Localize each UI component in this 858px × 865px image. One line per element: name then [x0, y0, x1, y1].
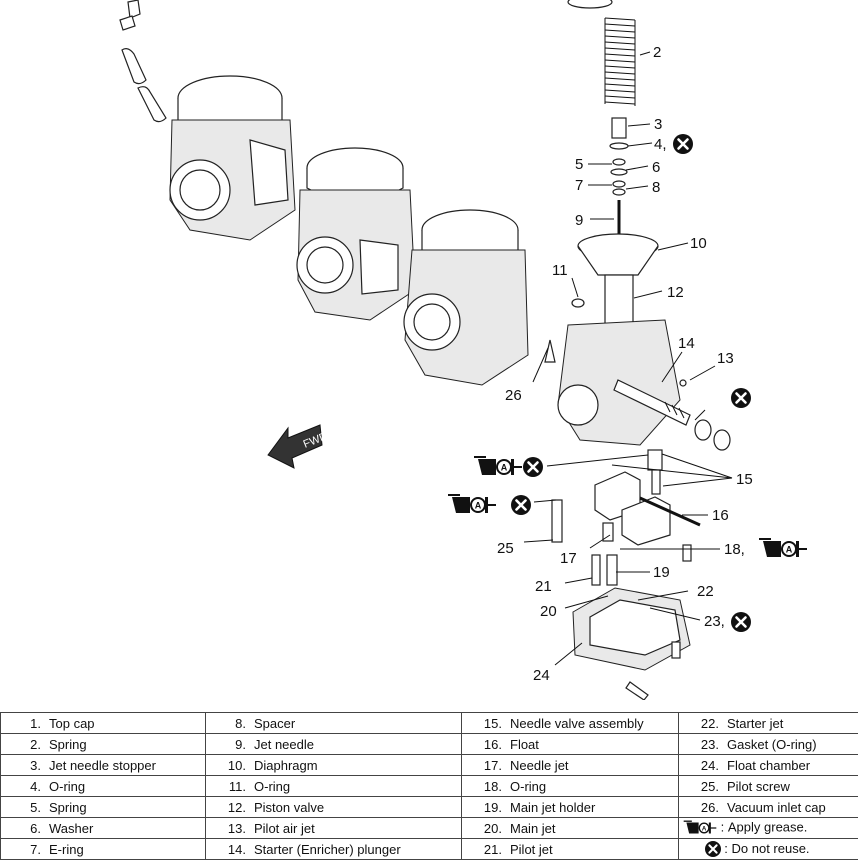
carburetor-body-3	[403, 209, 529, 386]
callout-25: 25	[497, 540, 514, 557]
callout-15: 15	[736, 471, 753, 488]
callout-18: 18,	[724, 541, 745, 558]
table-row: 7.E-ring 14.Starter (Enricher) plunger 2…	[0, 838, 858, 860]
callout-23: 23,	[704, 613, 725, 630]
callout-10: 10	[690, 235, 707, 252]
fuel-hose	[119, 0, 167, 123]
callout-labels: 2 3 4, 5 6 7 8 9 10 11 12 14 13 26 15 16…	[497, 44, 753, 684]
exploded-parts	[544, 0, 731, 700]
do-not-reuse-icon	[729, 386, 753, 410]
callout-16: 16	[712, 507, 729, 524]
callout-4: 4,	[654, 136, 667, 153]
do-not-reuse-icon	[704, 841, 721, 858]
grease-icon	[473, 456, 523, 476]
carburetor-body-2	[296, 147, 416, 321]
table-row: 3.Jet needle stopper 10.Diaphragm 17.Nee…	[0, 754, 858, 776]
callout-8: 8	[652, 179, 660, 196]
table-row: 5.Spring 12.Piston valve 19.Main jet hol…	[0, 796, 858, 818]
callout-17: 17	[560, 550, 577, 567]
table-row: 4.O-ring 11.O-ring 18.O-ring 25.Pilot sc…	[0, 775, 858, 797]
callout-14: 14	[678, 335, 695, 352]
carburetor-body-1	[169, 75, 296, 241]
do-not-reuse-icon	[729, 610, 753, 634]
fwd-arrow: FWD	[267, 424, 329, 469]
callout-12: 12	[667, 284, 684, 301]
table-row: 6.Washer 13.Pilot air jet 20.Main jet : …	[0, 817, 858, 839]
do-not-reuse-icon	[521, 455, 545, 479]
parts-legend-table: 1.Top cap 8.Spacer 15.Needle valve assem…	[0, 712, 858, 860]
callout-5: 5	[575, 156, 583, 173]
callout-7: 7	[575, 177, 583, 194]
callout-21: 21	[535, 578, 552, 595]
grease-icon	[683, 820, 717, 835]
callout-22: 22	[697, 583, 714, 600]
grease-icon	[758, 538, 808, 558]
callout-9: 9	[575, 212, 583, 229]
do-not-reuse-icon	[509, 493, 533, 517]
callout-3: 3	[654, 116, 662, 133]
table-row: 1.Top cap 8.Spacer 15.Needle valve assem…	[0, 712, 858, 734]
do-not-reuse-icon	[671, 132, 695, 156]
callout-20: 20	[540, 603, 557, 620]
callout-13: 13	[717, 350, 734, 367]
callout-2: 2	[653, 44, 661, 61]
callout-6: 6	[652, 159, 660, 176]
callout-19: 19	[653, 564, 670, 581]
callout-26: 26	[505, 387, 522, 404]
spring-2	[604, 17, 636, 106]
carburetor-exploded-diagram: A FWD	[119, 0, 808, 700]
grease-icon	[447, 494, 497, 514]
callout-24: 24	[533, 667, 550, 684]
leader-lines	[523, 51, 790, 666]
table-row: 2.Spring 9.Jet needle 16.Float 23.Gasket…	[0, 733, 858, 755]
callout-11: 11	[552, 262, 568, 279]
